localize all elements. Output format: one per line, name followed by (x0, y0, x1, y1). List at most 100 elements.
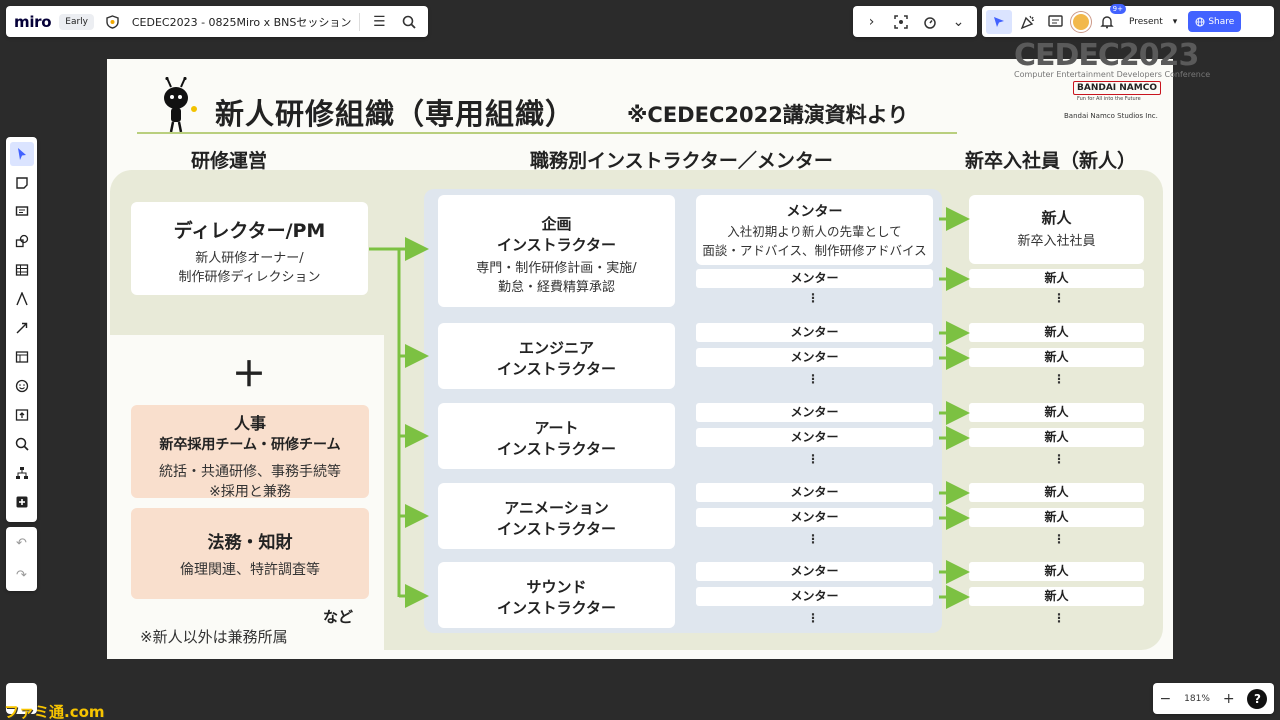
sound-instructor-box[interactable]: サウンド インストラクター (438, 562, 675, 628)
newbie-row[interactable]: 新人 (969, 348, 1144, 367)
animation-instructor-box[interactable]: アニメーション インストラクター (438, 483, 675, 549)
more-dots: ⋮ (1053, 291, 1065, 305)
redo-icon[interactable]: ↷ (16, 567, 27, 583)
timer-icon[interactable] (919, 11, 941, 33)
shield-icon[interactable] (102, 11, 124, 33)
chevron-right-icon[interactable]: › (868, 13, 875, 30)
text-comment-icon[interactable] (10, 200, 34, 224)
upload-icon[interactable] (10, 403, 34, 427)
hr-title: 人事 (233, 414, 266, 433)
zoom-level[interactable]: 181% (1184, 693, 1210, 704)
newbie-row[interactable]: 新人 (969, 403, 1144, 422)
more-apps-icon[interactable] (10, 490, 34, 514)
mentor-row[interactable]: メンター (696, 562, 933, 581)
newbie-row[interactable]: 新人 (969, 269, 1144, 288)
cedec-overlay: CEDEC2023 Computer Entertainment Develop… (1014, 38, 1210, 79)
instructor-line2: インストラクター (496, 520, 617, 538)
footnote: ※新人以外は兼務所属 (140, 628, 288, 646)
zoom-out-button[interactable]: − (1159, 690, 1172, 707)
mentor-detail-line1: 入社初期より新人の先輩として (727, 224, 902, 239)
planning-instructor-box[interactable]: 企画 インストラクター 専門・制作研修計画・実施/ 勤怠・経費精算承認 (438, 195, 675, 307)
title-underline (137, 132, 957, 134)
col-head-training-ops: 研修運営 (191, 150, 268, 172)
director-line2: 制作研修ディレクション (178, 270, 321, 285)
instructor-line2: インストラクター (496, 599, 617, 617)
instructor-line1: エンジニア (518, 339, 594, 357)
mentor-row[interactable]: メンター (696, 348, 933, 367)
mentor-row[interactable]: メンター (696, 483, 933, 502)
mentor-row[interactable]: メンター (696, 428, 933, 447)
hr-line2: ※採用と兼務 (209, 484, 291, 500)
newbie-detail-line1: 新卒入社社員 (1017, 234, 1096, 249)
undo-redo-panel: ↶ ↷ (6, 527, 37, 591)
sticky-note-icon[interactable] (10, 171, 34, 195)
cedec-logo: CEDEC2023 (1014, 38, 1199, 73)
newbie-row[interactable]: 新人 (969, 483, 1144, 502)
notification-badge: 9+ (1109, 3, 1126, 14)
zoom-in-button[interactable]: + (1222, 690, 1235, 707)
plan-badge[interactable]: Early (59, 13, 95, 30)
newbie-row[interactable]: 新人 (969, 587, 1144, 606)
hr-box[interactable]: 人事 新卒採用チーム・研修チーム 統括・共通研修、事務手続等 ※採用と兼務 (131, 405, 369, 500)
mentor-row[interactable]: メンター (696, 403, 933, 422)
zoom-search-icon[interactable] (10, 432, 34, 456)
miro-logo[interactable]: miro (14, 12, 52, 31)
slide-frame[interactable]: 新人研修組織（専用組織） ※CEDEC2022講演資料より BANDAI NAM… (107, 59, 1173, 659)
art-instructor-box[interactable]: アート インストラクター (438, 403, 675, 469)
chevron-double-down-icon[interactable]: ⌄ (952, 13, 965, 30)
mentor-row[interactable]: メンター (696, 587, 933, 606)
newbie-row[interactable]: 新人 (969, 508, 1144, 527)
more-dots: ⋮ (807, 532, 819, 546)
globe-icon (1195, 17, 1205, 26)
celebrate-icon[interactable] (1017, 11, 1039, 33)
more-dots: ⋮ (1053, 372, 1065, 386)
newbie-row[interactable]: 新人 (969, 562, 1144, 581)
search-icon[interactable] (398, 11, 420, 33)
bandai-namco-logo: BANDAI NAMCO (1073, 81, 1161, 95)
legal-box[interactable]: 法務・知財 倫理関連、特許調査等 (131, 508, 369, 599)
director-box[interactable]: ディレクター/PM 新人研修オーナー/ 制作研修ディレクション (131, 202, 368, 295)
shapes-icon[interactable] (10, 229, 34, 253)
mindmap-icon[interactable] (10, 461, 34, 485)
mentor-row[interactable]: メンター (696, 508, 933, 527)
frame-icon[interactable] (10, 345, 34, 369)
mentor-detail-box[interactable]: メンター 入社初期より新人の先輩として 面談・アドバイス、制作研修アドバイス (696, 195, 933, 265)
creation-toolbar (6, 137, 37, 522)
mentor-row[interactable]: メンター (696, 269, 933, 288)
planning-line2: 勤怠・経費精算承認 (497, 280, 615, 295)
newbie-row[interactable]: 新人 (969, 323, 1144, 342)
table-icon[interactable] (10, 258, 34, 282)
etc-label: など (323, 608, 354, 626)
brand-tagline: Fun for All into the Future (1077, 96, 1141, 102)
board-header: miro Early CEDEC2023 - 0825Miro x BNSセッシ… (6, 6, 428, 37)
help-button[interactable]: ? (1247, 688, 1268, 709)
minimap-button[interactable] (6, 683, 37, 714)
director-title: ディレクター/PM (173, 220, 326, 242)
emoji-icon[interactable] (10, 374, 34, 398)
pen-icon[interactable] (10, 287, 34, 311)
mentor-row[interactable]: メンター (696, 323, 933, 342)
cursor-tool-icon[interactable] (986, 9, 1012, 34)
board-title[interactable]: CEDEC2023 - 0825Miro x BNSセッション (131, 15, 352, 29)
newbie-detail-box[interactable]: 新人 新卒入社社員 (969, 195, 1144, 264)
avatar[interactable] (1071, 11, 1091, 32)
fit-screen-icon[interactable] (890, 11, 912, 33)
chevron-down-icon[interactable]: ▾ (1172, 16, 1178, 27)
present-button[interactable]: Present ▾ (1123, 11, 1183, 33)
menu-icon[interactable]: ☰ (372, 13, 386, 30)
undo-icon[interactable]: ↶ (16, 535, 27, 551)
connector-icon[interactable] (10, 316, 34, 340)
select-icon[interactable] (9, 142, 34, 166)
engineer-instructor-box[interactable]: エンジニア インストラクター (438, 323, 675, 389)
more-dots: ⋮ (807, 291, 819, 305)
bell-icon[interactable]: 9+ (1096, 3, 1126, 33)
flow-arrows (369, 207, 970, 609)
newbie-row[interactable]: 新人 (969, 428, 1144, 447)
zoom-controls: − 181% + ? (1153, 683, 1274, 714)
instructor-line1: アート (534, 419, 579, 437)
planning-line1: 専門・制作研修計画・実施/ (476, 261, 637, 276)
share-button[interactable]: Share (1188, 11, 1242, 32)
divider (359, 12, 361, 31)
famitsu-watermark: ファミ通.com (4, 703, 105, 720)
comments-icon[interactable] (1044, 11, 1066, 33)
